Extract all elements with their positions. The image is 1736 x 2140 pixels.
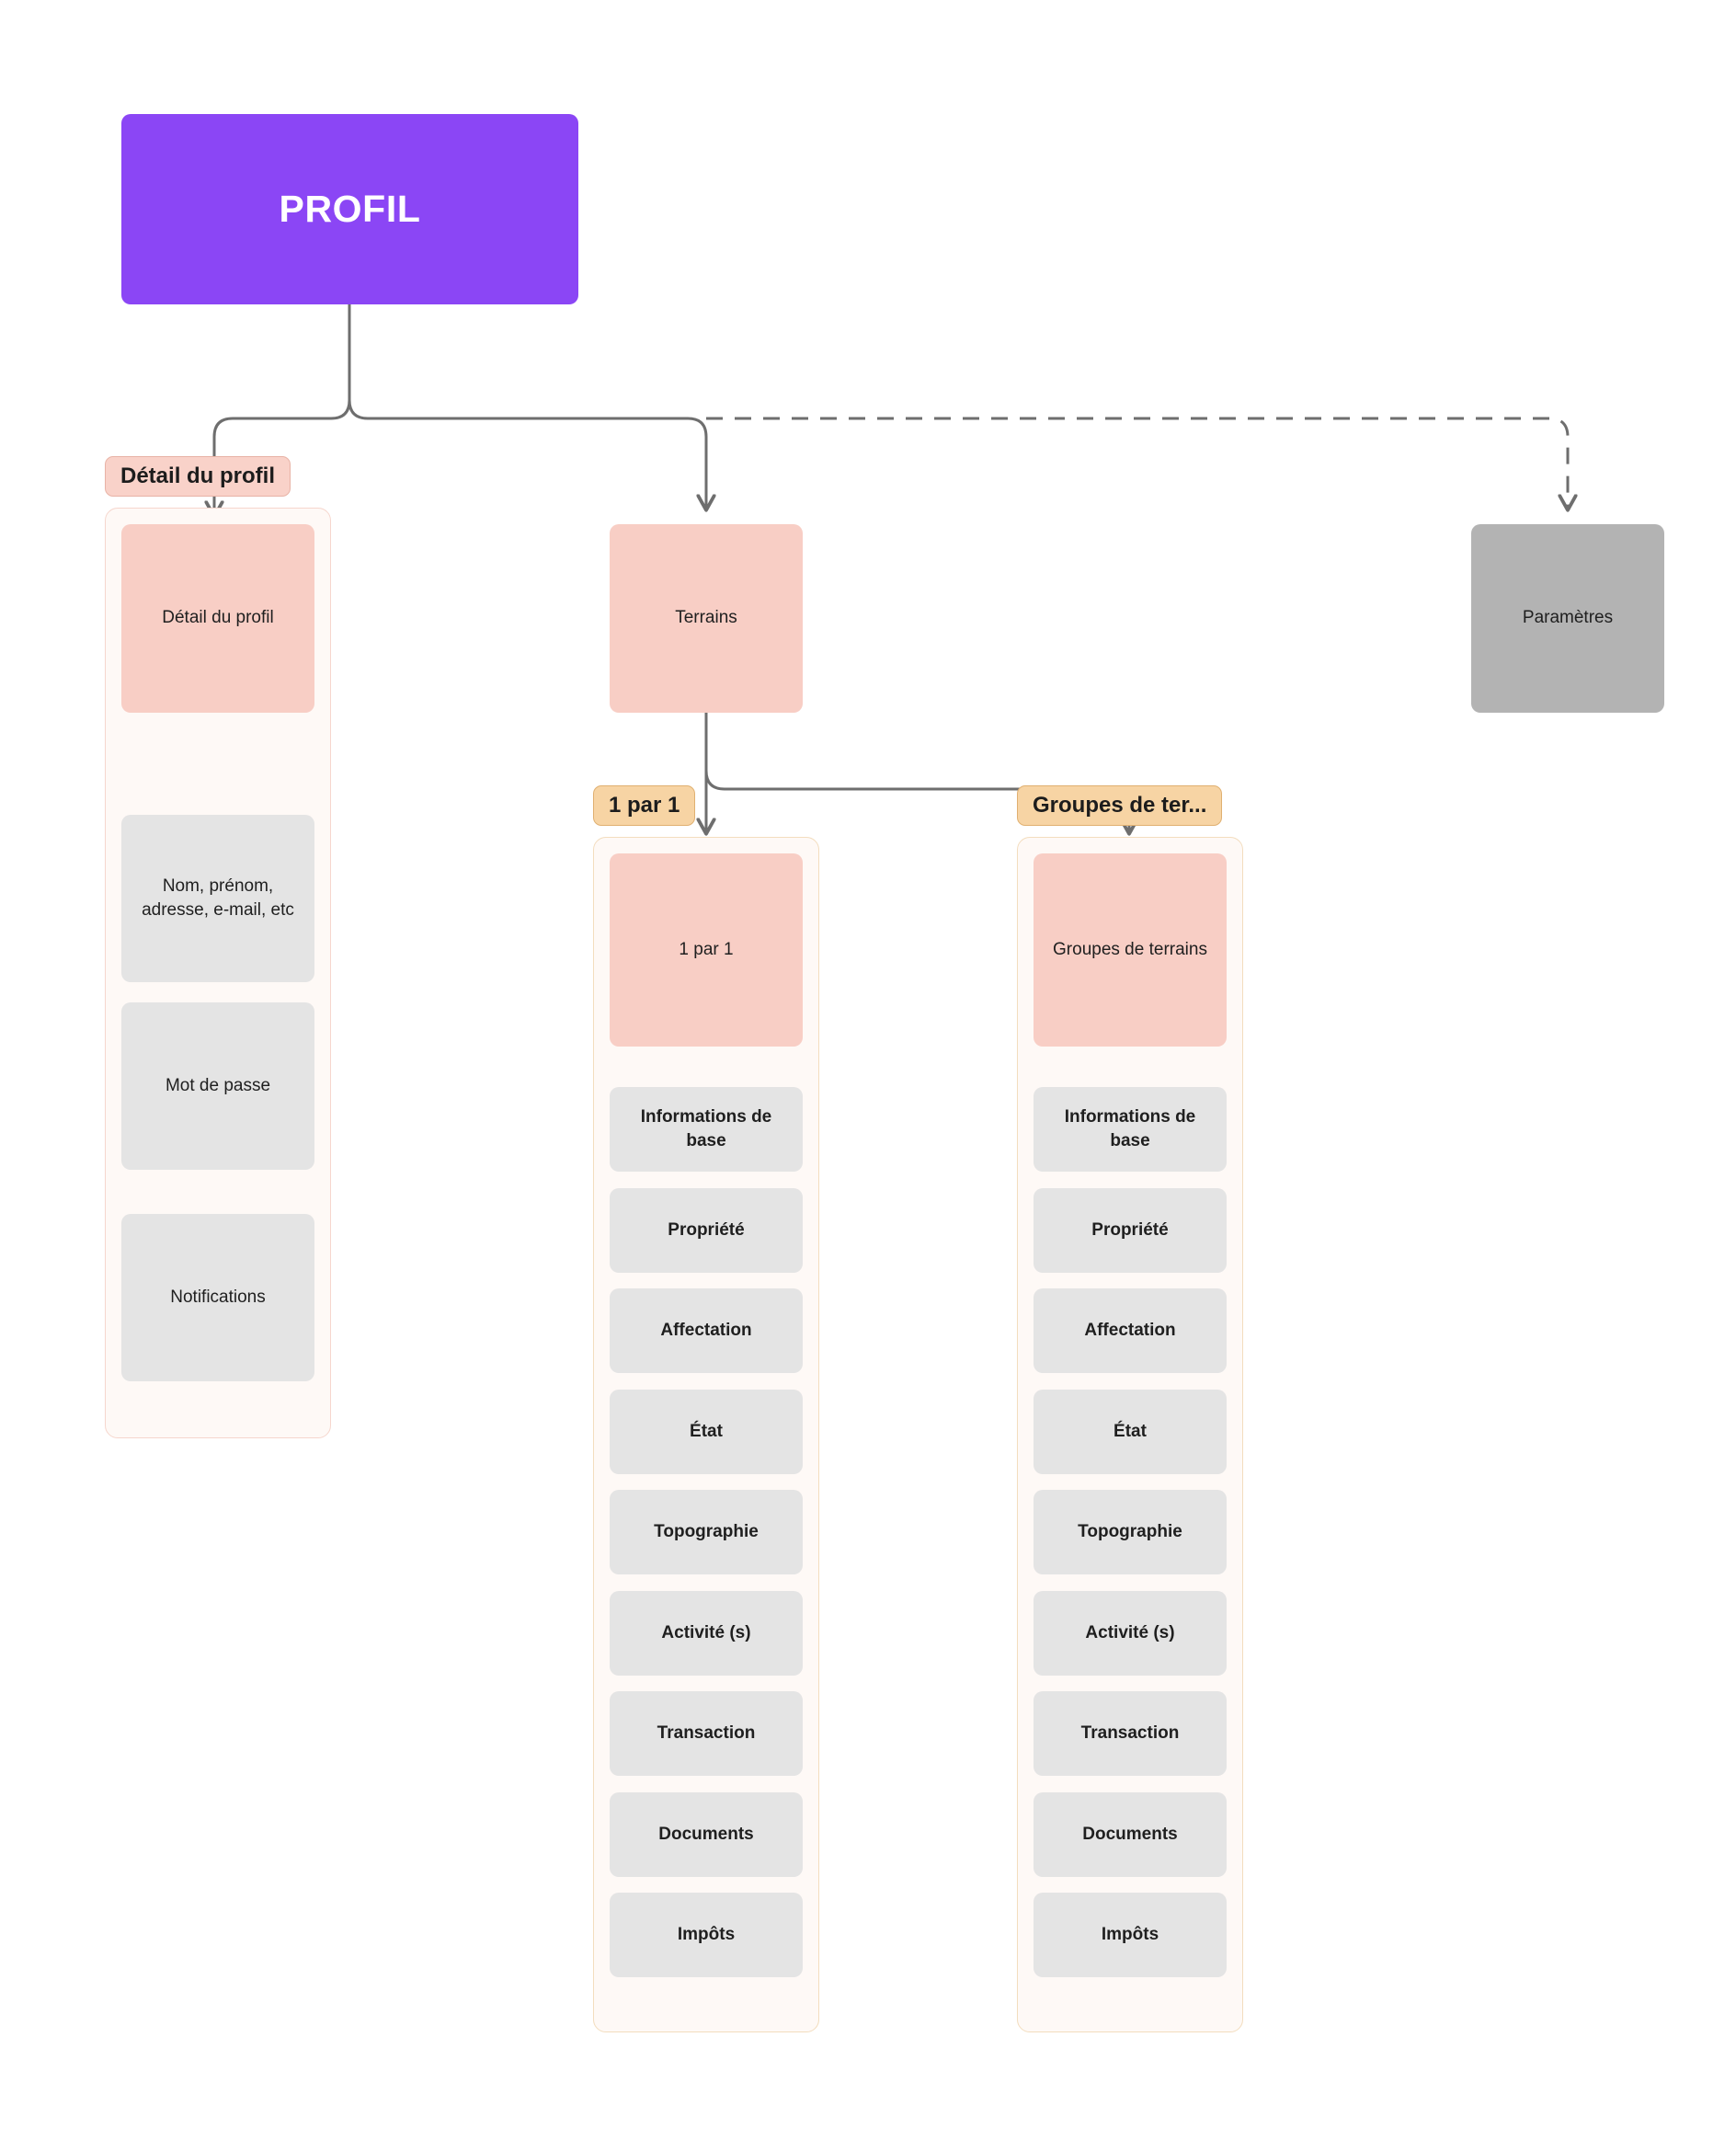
badge-terrains-groupes[interactable]: Groupes de ter... (1017, 785, 1223, 826)
root-node-profil[interactable]: PROFIL (121, 114, 578, 304)
card-1par1-head[interactable]: 1 par 1 (610, 853, 803, 1047)
card-groupes-item-5[interactable]: Activité (s) (1034, 1591, 1227, 1676)
card-groupes-item-2[interactable]: Affectation (1034, 1288, 1227, 1373)
card-groupes-item-7[interactable]: Documents (1034, 1792, 1227, 1877)
card-groupes-item-0[interactable]: Informations de base (1034, 1087, 1227, 1172)
card-profile-item-2[interactable]: Notifications (121, 1214, 314, 1381)
card-profile-head[interactable]: Détail du profil (121, 524, 314, 713)
root-node-label: PROFIL (279, 188, 421, 230)
badge-profile[interactable]: Détail du profil (105, 456, 291, 497)
card-1par1-item-4[interactable]: Topographie (610, 1490, 803, 1574)
card-1par1-item-3[interactable]: État (610, 1390, 803, 1474)
card-1par1-item-2[interactable]: Affectation (610, 1288, 803, 1373)
card-1par1-item-5[interactable]: Activité (s) (610, 1591, 803, 1676)
card-settings[interactable]: Paramètres (1471, 524, 1664, 713)
connector-root-to-settings (706, 417, 1568, 509)
connector-root-to-terrains (348, 399, 706, 509)
card-1par1-item-8[interactable]: Impôts (610, 1893, 803, 1977)
card-1par1-item-1[interactable]: Propriété (610, 1188, 803, 1273)
card-groupes-item-6[interactable]: Transaction (1034, 1691, 1227, 1776)
card-groupes-item-1[interactable]: Propriété (1034, 1188, 1227, 1273)
card-1par1-item-6[interactable]: Transaction (610, 1691, 803, 1776)
card-1par1-item-0[interactable]: Informations de base (610, 1087, 803, 1172)
badge-terrains-1par1[interactable]: 1 par 1 (593, 785, 696, 826)
card-groupes-item-4[interactable]: Topographie (1034, 1490, 1227, 1574)
card-groupes-item-3[interactable]: État (1034, 1390, 1227, 1474)
card-profile-item-0[interactable]: Nom, prénom, adresse, e-mail, etc (121, 815, 314, 982)
card-groupes-item-8[interactable]: Impôts (1034, 1893, 1227, 1977)
card-groupes-head[interactable]: Groupes de terrains (1034, 853, 1227, 1047)
card-1par1-item-7[interactable]: Documents (610, 1792, 803, 1877)
card-profile-item-1[interactable]: Mot de passe (121, 1002, 314, 1170)
card-terrains-head[interactable]: Terrains (610, 524, 803, 713)
